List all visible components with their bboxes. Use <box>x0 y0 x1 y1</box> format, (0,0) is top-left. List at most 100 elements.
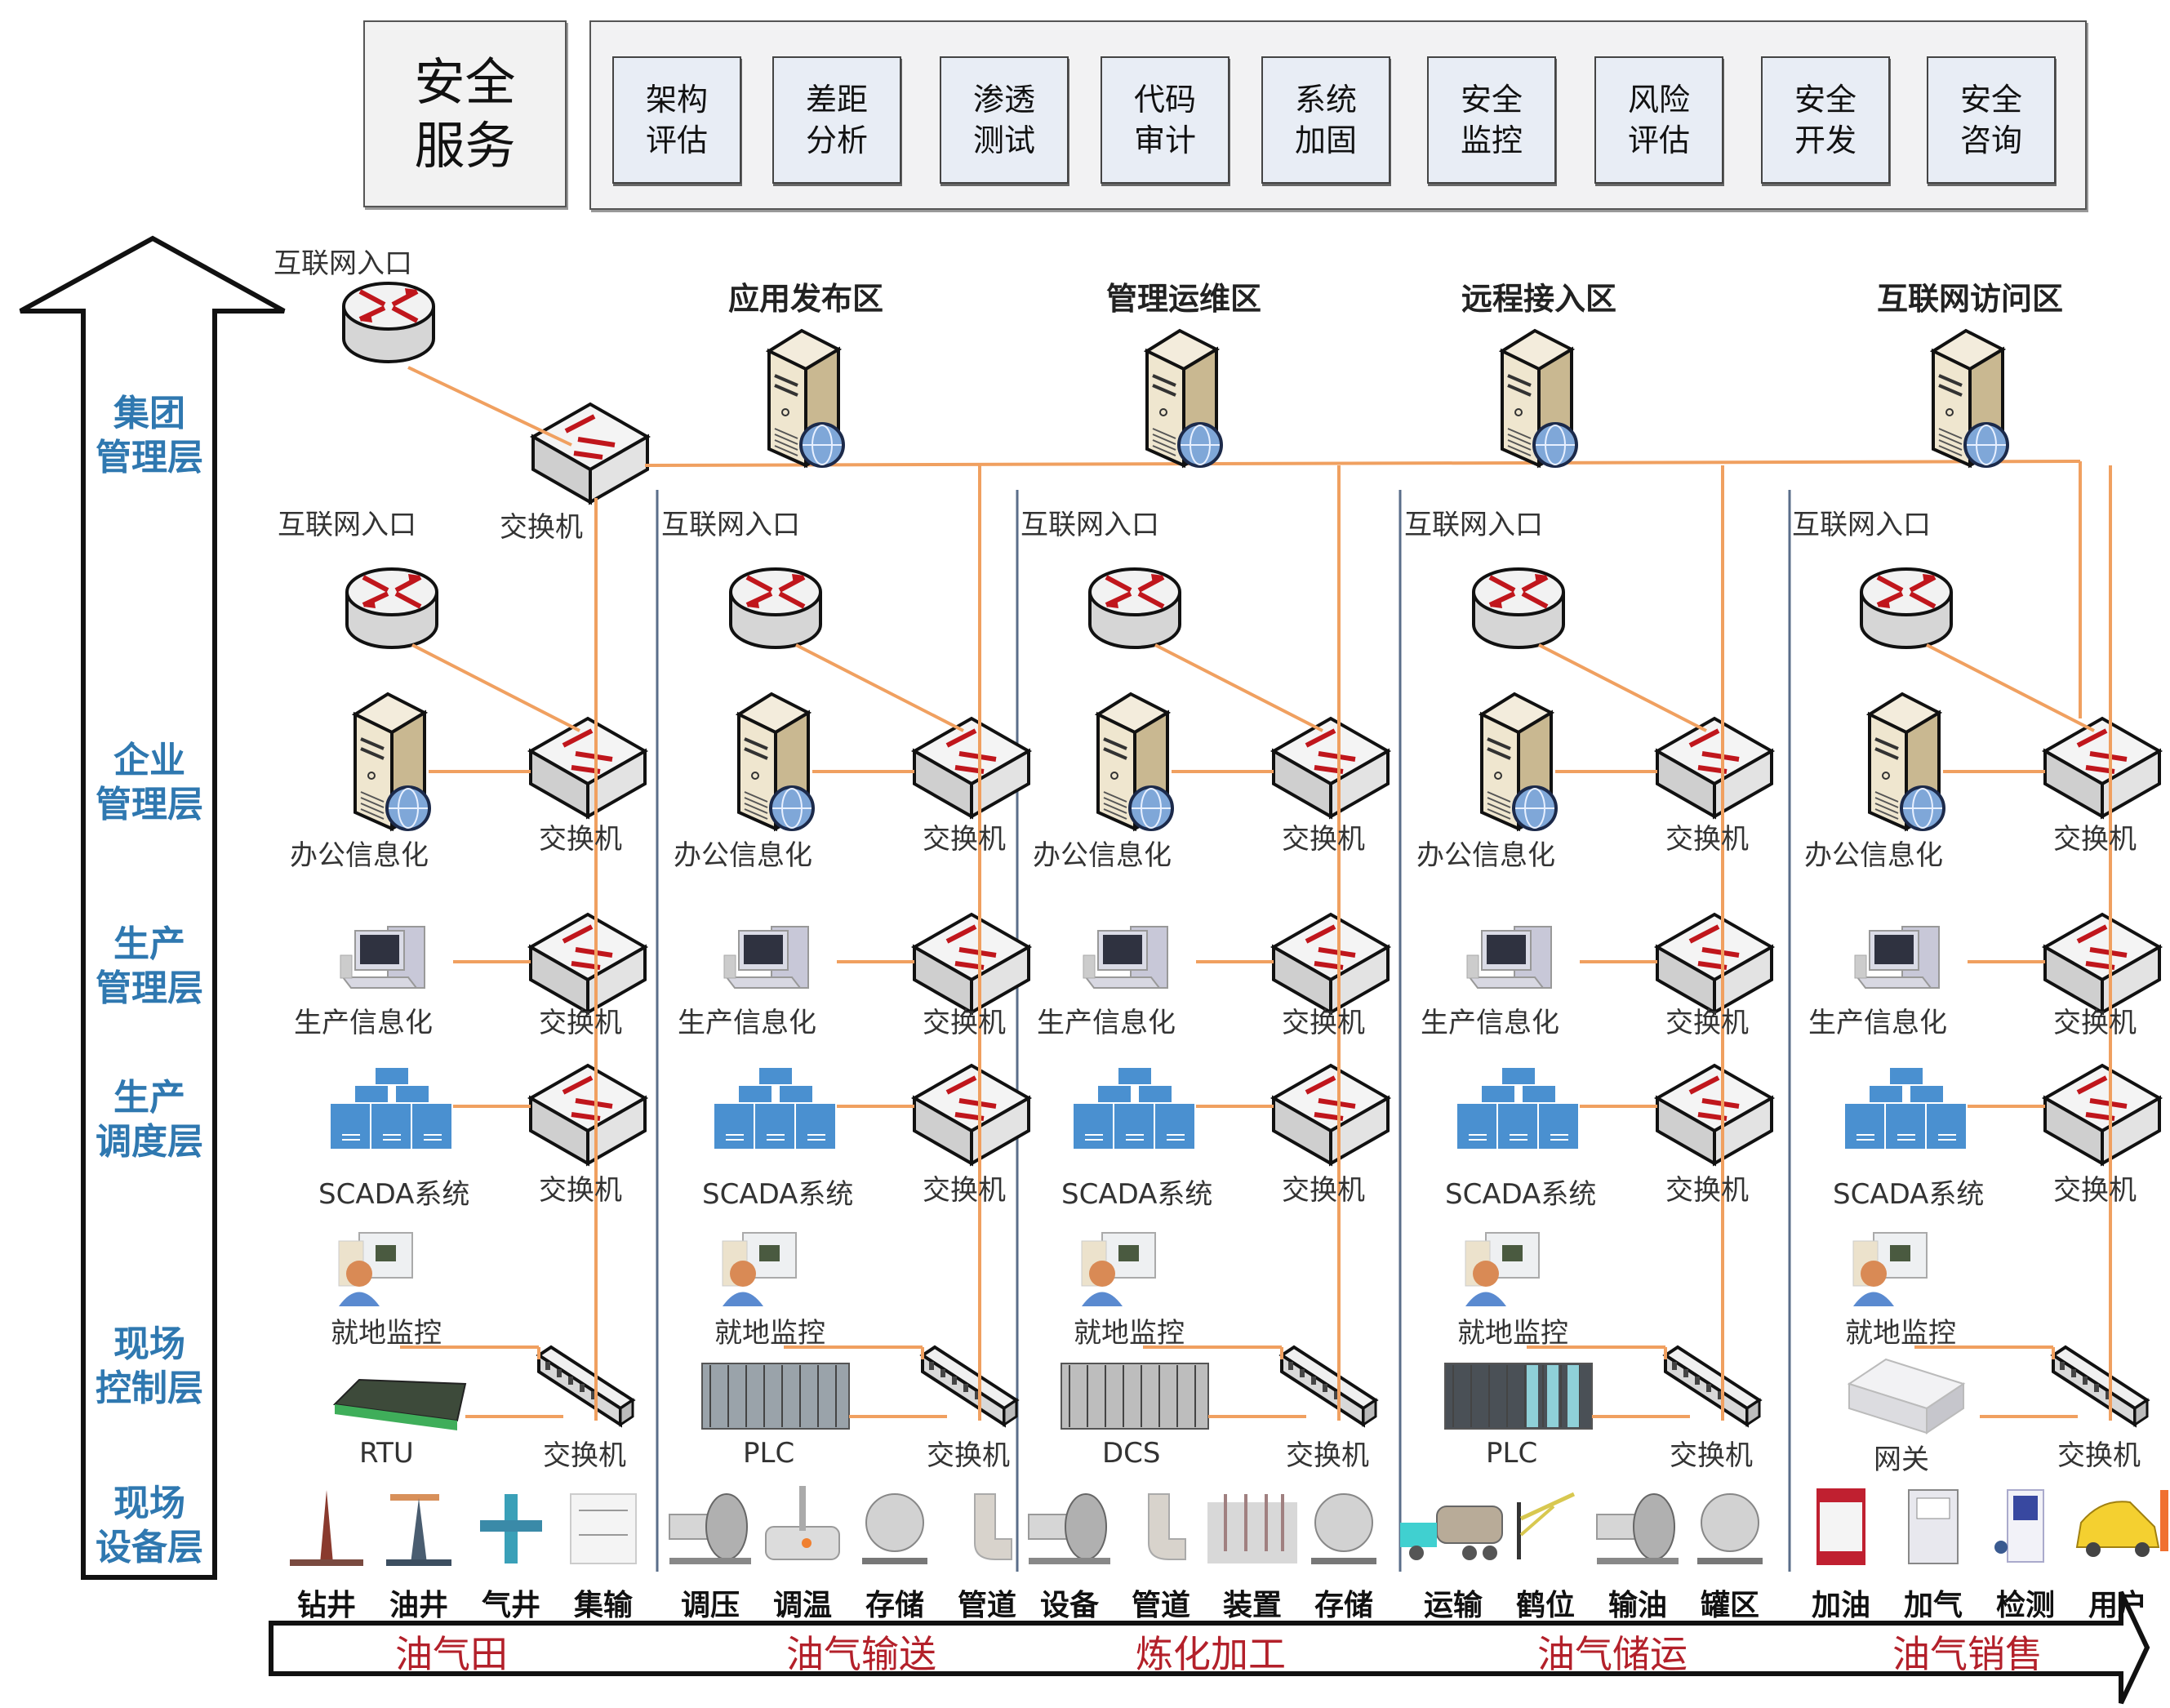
scada-label: SCADA系统 <box>318 1178 470 1211</box>
security-service-item[interactable]: 架构 评估 <box>612 56 741 184</box>
sector-internet-entry-label: 互联网入口 <box>278 509 416 541</box>
access-switch-label: 交换机 <box>1286 1439 1369 1472</box>
field-equipment-icon <box>862 1493 927 1564</box>
security-service-item[interactable]: 安全 咨询 <box>1927 56 2056 184</box>
security-service-item[interactable]: 风险 评估 <box>1594 56 1723 184</box>
zone-server-icon <box>1143 328 1223 469</box>
equipment-label: 加气 <box>1903 1589 1963 1622</box>
router-to-switch-link <box>1154 643 1323 732</box>
local-monitor-icon <box>338 1232 413 1306</box>
router-to-switch-link <box>1926 643 2095 732</box>
production-switch-icon <box>1270 912 1392 1016</box>
field-equipment-icon <box>1517 1492 1576 1559</box>
office-server-icon <box>1865 692 1945 832</box>
enterprise-switch-label: 交换机 <box>1665 823 1749 856</box>
scada-servers-icon <box>1074 1068 1194 1149</box>
layer-label: 现场 设备层 <box>96 1483 203 1568</box>
router-to-switch-link <box>1538 643 1707 732</box>
production-switch-label: 交换机 <box>1282 1007 1365 1039</box>
production-info-label: 生产信息化 <box>1808 1007 1947 1039</box>
group-backbone-link <box>644 460 2081 467</box>
equipment-label: 设备 <box>1039 1589 1099 1622</box>
scada-servers-icon <box>331 1068 451 1149</box>
zone-title: 管理运维区 <box>1105 281 1261 317</box>
router-to-switch-link <box>795 643 964 732</box>
production-switch-label: 交换机 <box>2053 1007 2137 1039</box>
enterprise-switch-label: 交换机 <box>539 823 622 856</box>
sector-name: 油气输送 <box>786 1632 936 1676</box>
access-switch-icon <box>1278 1345 1379 1428</box>
field-equipment-icon <box>386 1494 451 1566</box>
sector-internet-entry-label: 互联网入口 <box>1792 509 1931 541</box>
enterprise-switch-label: 交换机 <box>923 823 1006 856</box>
field-equipment-icon <box>1697 1493 1763 1564</box>
equipment-label: 油井 <box>389 1589 448 1622</box>
enterprise-switch-icon <box>2041 716 2163 820</box>
router-to-switch-link <box>411 643 580 732</box>
equipment-label: 运输 <box>1423 1589 1483 1622</box>
scada-switch-icon <box>2041 1063 2163 1167</box>
production-workstation-icon <box>340 926 425 989</box>
scada-servers-icon <box>1845 1068 1966 1149</box>
security-service-item[interactable]: 代码 审计 <box>1101 56 1230 184</box>
local-monitor-icon <box>1852 1232 1928 1306</box>
security-service-item[interactable]: 安全 监控 <box>1427 56 1556 184</box>
security-service-item[interactable]: 安全 开发 <box>1761 56 1890 184</box>
scada-switch-icon <box>527 1063 649 1167</box>
enterprise-switch-icon <box>910 716 1033 820</box>
zone-server-icon <box>1929 328 2009 469</box>
group-core-switch-icon <box>529 402 651 505</box>
office-info-label: 办公信息化 <box>290 839 429 872</box>
access-switch-label: 交换机 <box>927 1439 1010 1472</box>
equipment-label: 装置 <box>1222 1589 1282 1622</box>
security-service-item[interactable]: 系统 加固 <box>1261 56 1390 184</box>
plc-icon <box>1444 1363 1593 1430</box>
production-info-label: 生产信息化 <box>678 1007 816 1039</box>
group-core-switch-label: 交换机 <box>500 511 583 544</box>
sector-name: 油气销售 <box>1892 1632 2043 1676</box>
security-service-item[interactable]: 差距 分析 <box>772 56 901 184</box>
local-monitor-label: 就地监控 <box>714 1317 825 1350</box>
office-info-label: 办公信息化 <box>1804 839 1943 872</box>
field-equipment-icon <box>570 1493 637 1564</box>
enterprise-switch-label: 交换机 <box>1282 823 1365 856</box>
production-workstation-icon <box>1854 926 1940 989</box>
scada-switch-label: 交换机 <box>2053 1174 2137 1207</box>
security-service-item[interactable]: 渗透 测试 <box>940 56 1069 184</box>
group-internet-entry-label: 互联网入口 <box>273 247 412 280</box>
equipment-label: 输油 <box>1607 1589 1667 1622</box>
office-info-label: 办公信息化 <box>674 839 812 872</box>
production-workstation-icon <box>1466 926 1552 989</box>
sector-internet-router-icon <box>345 567 438 649</box>
access-switch-icon <box>919 1345 1020 1428</box>
plc-icon <box>701 1363 850 1430</box>
scada-switch-icon <box>1653 1063 1776 1167</box>
local-monitor-icon <box>1081 1232 1156 1306</box>
office-server-icon <box>735 692 815 832</box>
access-switch-icon <box>1662 1345 1763 1428</box>
equipment-label: 检测 <box>1995 1589 2055 1622</box>
security-service-title-text: 安全 服务 <box>414 51 516 176</box>
enterprise-switch-label: 交换机 <box>2053 823 2137 856</box>
layer-label: 现场 控制层 <box>96 1323 203 1409</box>
enterprise-switch-icon <box>1653 716 1776 820</box>
production-switch-icon <box>1653 912 1776 1016</box>
local-monitor-icon <box>722 1232 797 1306</box>
rtu-icon <box>332 1378 467 1430</box>
equipment-label: 罐区 <box>1700 1589 1759 1622</box>
equipment-label: 管道 <box>957 1589 1016 1622</box>
scada-switch-label: 交换机 <box>1282 1174 1365 1207</box>
group-internet-router-icon <box>342 282 435 363</box>
scada-label: SCADA系统 <box>1061 1178 1213 1211</box>
enterprise-switch-icon <box>527 716 649 820</box>
local-monitor-label: 就地监控 <box>1457 1317 1568 1350</box>
security-service-item-label: 渗透 测试 <box>972 82 1035 158</box>
security-service-item-label: 差距 分析 <box>805 82 868 158</box>
sector-name: 油气储运 <box>1537 1632 1688 1676</box>
layer-label: 生产 调度层 <box>96 1077 203 1163</box>
security-service-item-label: 代码 审计 <box>1133 82 1196 158</box>
security-service-title: 安全 服务 <box>363 20 567 207</box>
sector-internet-router-icon <box>1860 567 1953 649</box>
enterprise-switch-icon <box>1270 716 1392 820</box>
sector-internet-router-icon <box>1088 567 1181 649</box>
